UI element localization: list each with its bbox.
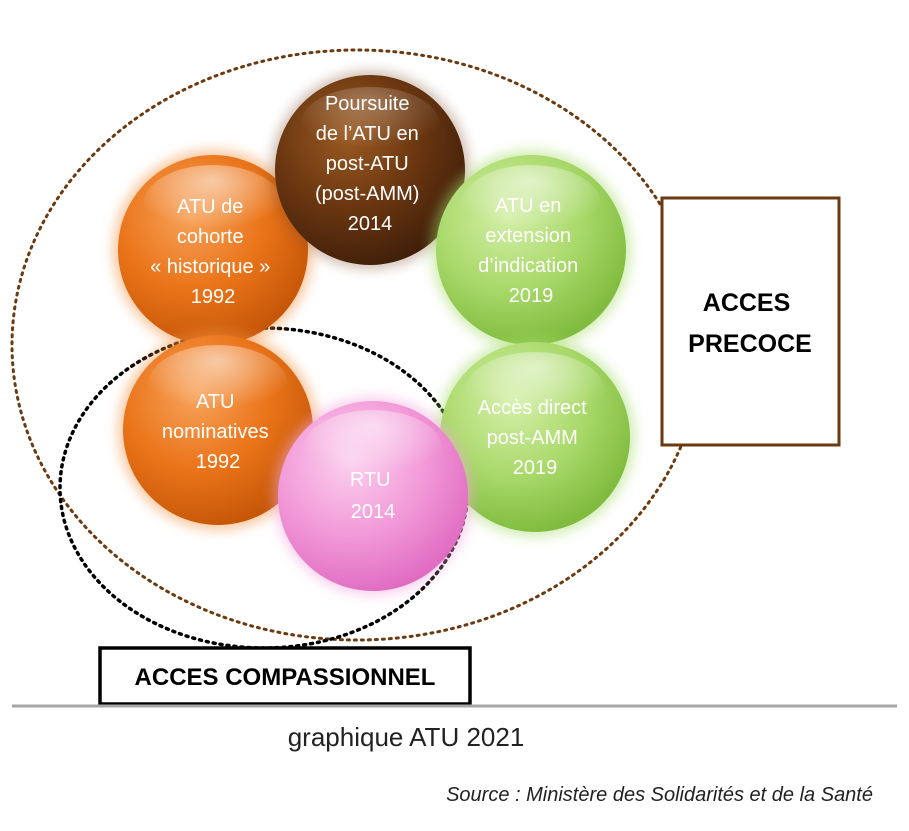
line: (post-AMM): [315, 183, 419, 205]
line: ATU de: [177, 196, 243, 218]
line: 1992: [196, 451, 241, 473]
line: d’indication: [478, 255, 578, 277]
circle-label-direct: Accès direct post-AMM 2019: [478, 397, 593, 479]
line: Poursuite: [325, 93, 410, 115]
line: Accès direct: [478, 397, 587, 419]
source-note: Source : Ministère des Solidarités et de…: [446, 784, 873, 806]
line: ATU en: [495, 195, 561, 217]
line: 2019: [513, 457, 558, 479]
circle-label-extension: ATU en extension d’indication 2019: [478, 195, 584, 307]
line: 2014: [348, 213, 393, 235]
circle-label-rtu: RTU 2014: [350, 469, 396, 523]
acces-precoce-label: ACCES PRECOCE: [688, 289, 812, 358]
circle-poursuite-atu: Poursuite de l’ATU en post-ATU (post-AMM…: [271, 71, 469, 269]
line: extension: [485, 225, 571, 247]
line: ACCES: [703, 289, 791, 317]
circle-label-nominatives: ATU nominatives 1992: [162, 391, 274, 473]
circle-rtu: RTU 2014: [274, 397, 472, 595]
line: 1992: [191, 286, 236, 308]
figure-caption: graphique ATU 2021: [287, 722, 525, 752]
line: nominatives: [162, 421, 269, 443]
line: de l’ATU en: [316, 123, 419, 145]
line: 2014: [351, 501, 396, 523]
circle-acces-direct: Accès direct post-AMM 2019: [435, 337, 635, 537]
line: 2019: [509, 285, 554, 307]
line: cohorte: [177, 226, 244, 248]
circle-atu-nominatives: ATU nominatives 1992: [118, 330, 318, 530]
line: post-ATU: [326, 153, 409, 175]
line: « historique »: [150, 256, 270, 278]
circle-label-poursuite: Poursuite de l’ATU en post-ATU (post-AMM…: [315, 93, 425, 235]
line: ATU: [196, 391, 235, 413]
acces-precoce-box: ACCES PRECOCE: [660, 196, 841, 447]
line: post-AMM: [487, 427, 578, 449]
circle-atu-cohorte: ATU de cohorte « historique » 1992: [113, 150, 313, 350]
circle-label-cohorte: ATU de cohorte « historique » 1992: [150, 196, 276, 308]
acces-compassionnel-label: ACCES COMPASSIONNEL: [135, 664, 436, 691]
acces-compassionnel-box: ACCES COMPASSIONNEL: [98, 646, 472, 706]
line: PRECOCE: [688, 330, 812, 358]
circle-atu-extension: ATU en extension d’indication 2019: [431, 150, 631, 350]
line: RTU: [350, 469, 391, 491]
